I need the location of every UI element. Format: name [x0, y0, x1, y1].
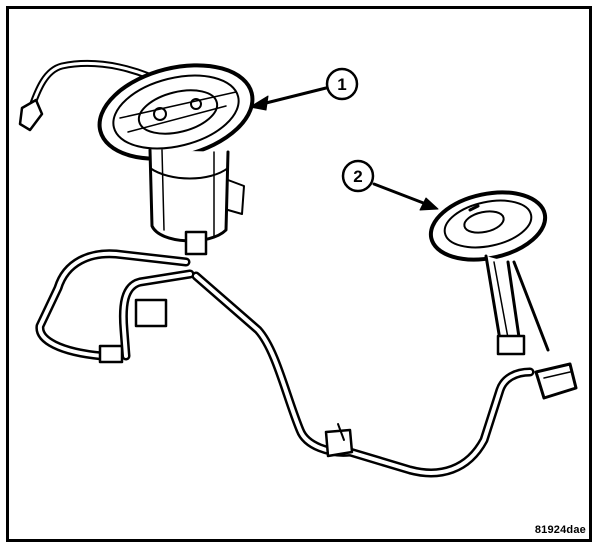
callout-2: 2	[341, 159, 439, 211]
fuel-line-assembly	[35, 249, 535, 478]
fuel-level-sender	[428, 190, 578, 400]
callout-1-label: 1	[337, 75, 346, 94]
figure-code: 81924dae	[534, 524, 586, 536]
callout-2-label: 2	[353, 167, 362, 186]
fuel-pump-module	[18, 60, 255, 256]
callout-1: 1	[249, 67, 359, 111]
